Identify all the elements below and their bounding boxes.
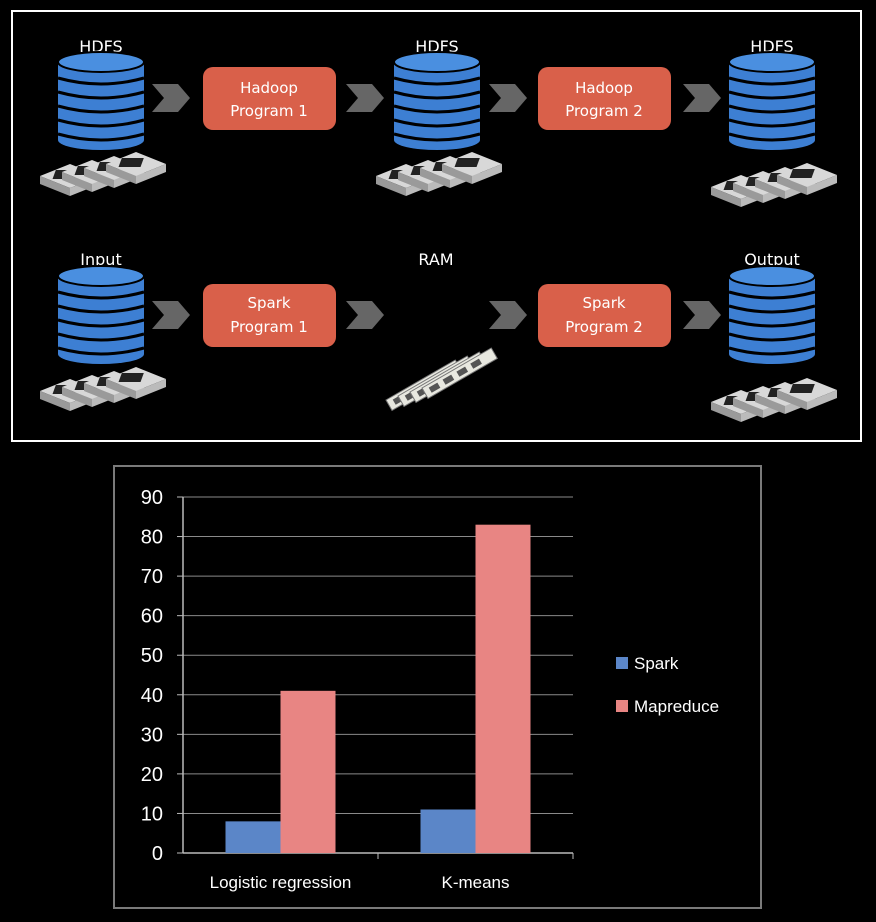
hdfs-label-1: HDFS [79, 37, 122, 56]
spark-program-2-line2: Program 2 [565, 318, 643, 336]
output-label: Output [744, 250, 800, 269]
y-tick-label: 90 [141, 487, 163, 509]
database-icon [56, 50, 146, 152]
legend-swatch [616, 657, 628, 669]
y-tick-label: 20 [141, 764, 163, 786]
database-icon [392, 50, 482, 152]
bar-spark [225, 821, 281, 853]
input-label: Input [80, 250, 121, 269]
hdfs-label-3: HDFS [750, 37, 793, 56]
hadoop-program-1-line1: Hadoop [240, 79, 298, 97]
y-tick-label: 70 [141, 566, 163, 588]
x-tick-label: K-means [441, 873, 509, 892]
legend-label: Mapreduce [634, 697, 719, 716]
hadoop-program-1-box [203, 67, 336, 130]
data-flow-diagram: HDFS Hadoop Program 1 HDFS Hadoop Progra… [11, 10, 862, 442]
spark-program-1-line2: Program 1 [230, 318, 308, 336]
y-tick-label: 80 [141, 527, 163, 549]
bar-mapreduce [280, 690, 336, 853]
hadoop-program-2-box [538, 67, 671, 130]
y-tick-label: 50 [141, 645, 163, 667]
spark-program-2-line1: Spark [582, 294, 625, 312]
database-icon [727, 50, 817, 152]
spark-program-2-box [538, 284, 671, 347]
hdfs-label-2: HDFS [415, 37, 458, 56]
y-tick-label: 0 [152, 843, 163, 865]
legend-label: Spark [634, 654, 679, 673]
hadoop-program-1-line2: Program 1 [230, 102, 308, 120]
ram-label: RAM [418, 250, 453, 269]
hadoop-program-2-line1: Hadoop [575, 79, 633, 97]
legend-swatch [616, 700, 628, 712]
x-tick-label: Logistic regression [210, 873, 352, 892]
bar-mapreduce [475, 524, 531, 853]
spark-program-1-box [203, 284, 336, 347]
y-tick-label: 40 [141, 685, 163, 707]
database-icon [727, 264, 817, 366]
y-tick-label: 60 [141, 606, 163, 628]
database-icon [56, 264, 146, 366]
bar-spark [420, 809, 476, 853]
y-tick-label: 30 [141, 724, 163, 746]
y-tick-label: 10 [141, 803, 163, 825]
hadoop-program-2-line2: Program 2 [565, 102, 643, 120]
spark-program-1-line1: Spark [247, 294, 290, 312]
